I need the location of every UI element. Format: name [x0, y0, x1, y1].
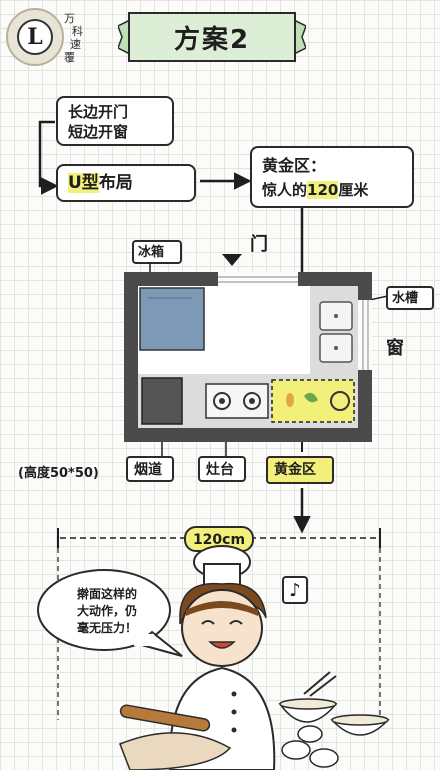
logo-text: 万 科 速 覆: [64, 12, 83, 64]
logo-char: 万: [64, 12, 75, 25]
flow-step-door-window: 长边开门 短边开窗: [56, 96, 174, 146]
title-banner: 方案2: [128, 12, 296, 62]
chef-illustration: [119, 545, 390, 770]
page-title: 方案2: [173, 24, 251, 55]
stove-label: 灶台: [198, 456, 246, 482]
banner-right-fold: [294, 20, 306, 54]
banner-left-fold: [118, 20, 130, 54]
music-note-icon: ♪: [282, 576, 308, 604]
golden-zone-label: 黄金区: [266, 456, 334, 484]
logo-letter: L: [17, 19, 53, 55]
flow-step-u-layout: U型布局: [56, 164, 196, 202]
sink-label: 水槽: [386, 286, 434, 310]
logo-char: 速: [70, 38, 81, 51]
flow-step-golden-zone: 黄金区： 惊人的120厘米: [250, 146, 414, 208]
step1-line1: 长边开门: [68, 103, 129, 121]
speech-line: 毫无压力！: [76, 621, 137, 635]
speech-text: 擀面这样的 大动作，仍 毫无压力！: [52, 586, 162, 637]
door-marker-icon: [222, 254, 242, 266]
golden-zone-number: 120: [307, 181, 339, 199]
window-label: 窗: [386, 338, 404, 359]
speech-line: 大动作，仍: [76, 604, 137, 618]
speech-bubble-shape: [37, 569, 183, 657]
golden-zone-prefix: 惊人的: [262, 181, 308, 199]
kitchen-floor-plan: [124, 272, 372, 442]
flue-size-note: (高度50*50): [18, 466, 99, 481]
u-layout-highlight: U型: [68, 173, 99, 193]
brand-logo: L: [6, 8, 64, 66]
fridge-label: 冰箱: [132, 240, 182, 264]
door-label: 门: [250, 234, 268, 255]
step1-line2: 短边开窗: [68, 123, 129, 141]
logo-char: 覆: [64, 51, 75, 64]
speech-line: 擀面这样的: [76, 587, 137, 601]
golden-zone-unit: 厘米: [338, 181, 369, 199]
flue-label: 烟道: [126, 456, 174, 482]
logo-char: 科: [72, 25, 83, 38]
golden-zone-heading: 黄金区：: [262, 156, 327, 175]
u-layout-suffix: 布局: [98, 173, 133, 193]
